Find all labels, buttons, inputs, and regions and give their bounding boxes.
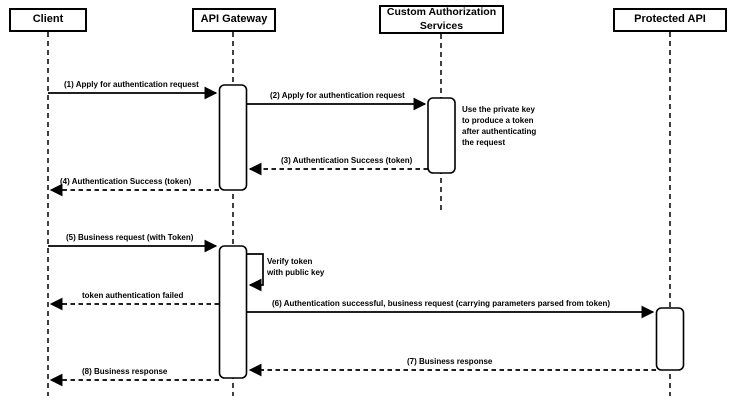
message-label-token-failed: token authentication failed [82, 291, 184, 300]
message-label-6: (6) Authentication successful, business … [272, 299, 611, 308]
message-label-5: (5) Business request (with Token) [66, 233, 194, 242]
message-label-4: (4) Authentication Success (token) [60, 177, 192, 186]
participant-custom-authorization-services-label: Custom Authorization Services [386, 6, 497, 32]
participant-client: Client [9, 8, 87, 32]
message-label-2: (2) Apply for authentication request [270, 91, 405, 100]
message-label-8: (8) Business response [82, 367, 168, 376]
participant-custom-authorization-services: Custom Authorization Services [379, 5, 504, 34]
participant-api-gateway: API Gateway [192, 8, 276, 32]
activation-api-gateway-1 [218, 84, 248, 191]
message-label-7: (7) Business response [407, 357, 493, 366]
participant-client-label: Client [32, 13, 64, 26]
note-verify-token: Verify token with public key [267, 257, 325, 277]
arrow-self-verify-token [247, 253, 264, 292]
activation-custom-authorization [427, 97, 456, 174]
participant-protected-api-label: Protected API [634, 13, 706, 26]
message-label-3: (3) Authentication Success (token) [281, 156, 413, 165]
participant-api-gateway-label: API Gateway [200, 13, 268, 26]
activation-api-gateway-2 [218, 245, 248, 379]
participant-protected-api: Protected API [613, 8, 727, 32]
note-private-key: Use the private key to produce a token a… [462, 105, 537, 147]
message-label-1: (1) Apply for authentication request [64, 80, 199, 89]
activation-protected-api [655, 307, 685, 371]
